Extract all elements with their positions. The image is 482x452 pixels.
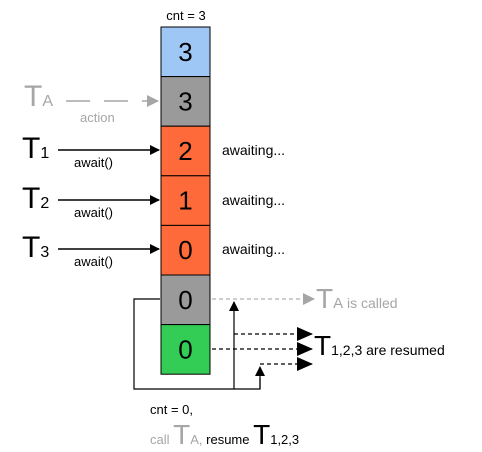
awaiting-status: awaiting... <box>222 192 285 208</box>
counter-cell-value: 0 <box>178 235 192 265</box>
counter-cell-4: 0 <box>160 224 211 276</box>
counter-cell-5: 0 <box>160 274 211 326</box>
counter-stack: 3 3 2 1 0 0 0 <box>160 26 211 375</box>
bottom-call-word: call <box>150 432 173 447</box>
counter-cell-value: 3 <box>178 86 192 116</box>
bottom-ta-subscript: A, <box>190 432 202 447</box>
bottom-ta-letter: T <box>173 419 190 450</box>
thread-a-called-letter: T <box>316 283 333 314</box>
svg-text:T1,2,3 are resumed: T1,2,3 are resumed <box>314 330 445 361</box>
bottom-resume-word: resume <box>203 432 254 447</box>
counter-cell-box <box>160 26 211 78</box>
loop-line-left <box>133 298 234 390</box>
counter-cell-box <box>160 274 211 326</box>
counter-cell-1: 3 <box>160 76 211 127</box>
counter-cell-box <box>160 175 211 226</box>
await-label: await() <box>74 254 113 269</box>
svg-text:T1: T1 <box>22 132 49 165</box>
svg-text:T2: T2 <box>22 182 49 215</box>
bottom-t-subscript: 1,2,3 <box>270 432 299 447</box>
svg-text:TA: TA <box>24 80 53 113</box>
thread-a-called-text: is called <box>343 295 397 311</box>
resumed-subscript: 1,2,3 <box>331 342 362 358</box>
bottom-count-label: cnt = 0, <box>150 402 193 417</box>
counter-cell-3: 1 <box>160 175 211 226</box>
counter-cell-value: 2 <box>178 136 192 166</box>
await-label: await() <box>74 205 113 220</box>
counter-cell-0: 3 <box>160 26 211 78</box>
resumed-letter: T <box>314 330 331 361</box>
thread-a-called-subscript: A <box>333 295 343 312</box>
await-label: await() <box>74 155 113 170</box>
bottom-t-letter: T <box>253 419 270 450</box>
thread-a-called: TA is called <box>212 283 398 314</box>
resumed-text: are resumed <box>362 342 444 358</box>
thread-3: T3 await() awaiting... <box>22 231 285 269</box>
thread-subscript: 2 <box>40 195 49 212</box>
svg-text:T3: T3 <box>22 231 49 264</box>
thread-letter: T <box>22 182 40 215</box>
bottom-caption: cnt = 0, call TA, resume T1,2,3 <box>150 402 299 450</box>
thread-a-arrow-label: action <box>80 110 115 125</box>
counter-cell-box <box>160 125 211 177</box>
thread-subscript: 1 <box>40 145 49 162</box>
thread-subscript: 3 <box>40 244 49 261</box>
thread-arrows: T1await()awaiting...T2await()awaiting...… <box>22 132 285 269</box>
top-count-label: cnt = 3 <box>166 8 205 23</box>
thread-letter: T <box>22 132 40 165</box>
counter-cell-6: 0 <box>160 324 211 375</box>
counter-cell-value: 3 <box>178 37 192 67</box>
counter-cell-value: 0 <box>178 285 192 315</box>
counter-cell-value: 0 <box>178 334 192 364</box>
counter-cell-value: 1 <box>178 186 192 216</box>
thread-letter: T <box>22 231 40 264</box>
resume-arrows: T1,2,3 are resumed <box>212 327 445 371</box>
awaiting-status: awaiting... <box>222 241 285 257</box>
thread-a-action: TA action <box>24 80 159 125</box>
thread-2: T2 await() awaiting... <box>22 182 285 220</box>
awaiting-status: awaiting... <box>222 142 285 158</box>
feedback-loop <box>133 298 265 390</box>
counter-cell-box <box>160 76 211 127</box>
thread-a-subscript: A <box>42 93 53 110</box>
counter-cell-box <box>160 324 211 375</box>
loop-line-right <box>234 378 261 390</box>
svg-text:call TA, resume T1,2,3: call TA, resume T1,2,3 <box>150 419 299 450</box>
thread-a-letter: T <box>24 80 42 113</box>
svg-text:TA is called: TA is called <box>316 283 398 314</box>
thread-1: T1 await() awaiting... <box>22 132 285 170</box>
counter-cell-2: 2 <box>160 125 211 177</box>
